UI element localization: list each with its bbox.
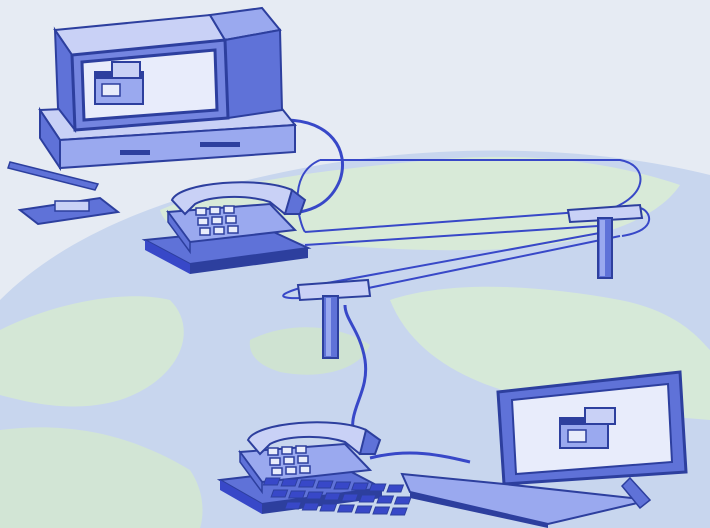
telephone-pole-icon [296,278,372,359]
telephone-icon [216,421,386,514]
screen-window-icon [559,407,616,449]
screen-window-icon [94,61,144,105]
telephone-lines [282,159,651,300]
pen-icon [7,161,100,191]
telephone-pole-icon [566,203,644,279]
telephone-icon [141,181,312,274]
phone-cables [284,118,471,464]
floppy-disk-icon [17,196,121,226]
laptop-computer-icon [262,370,688,528]
desktop-computer-icon [38,6,297,172]
